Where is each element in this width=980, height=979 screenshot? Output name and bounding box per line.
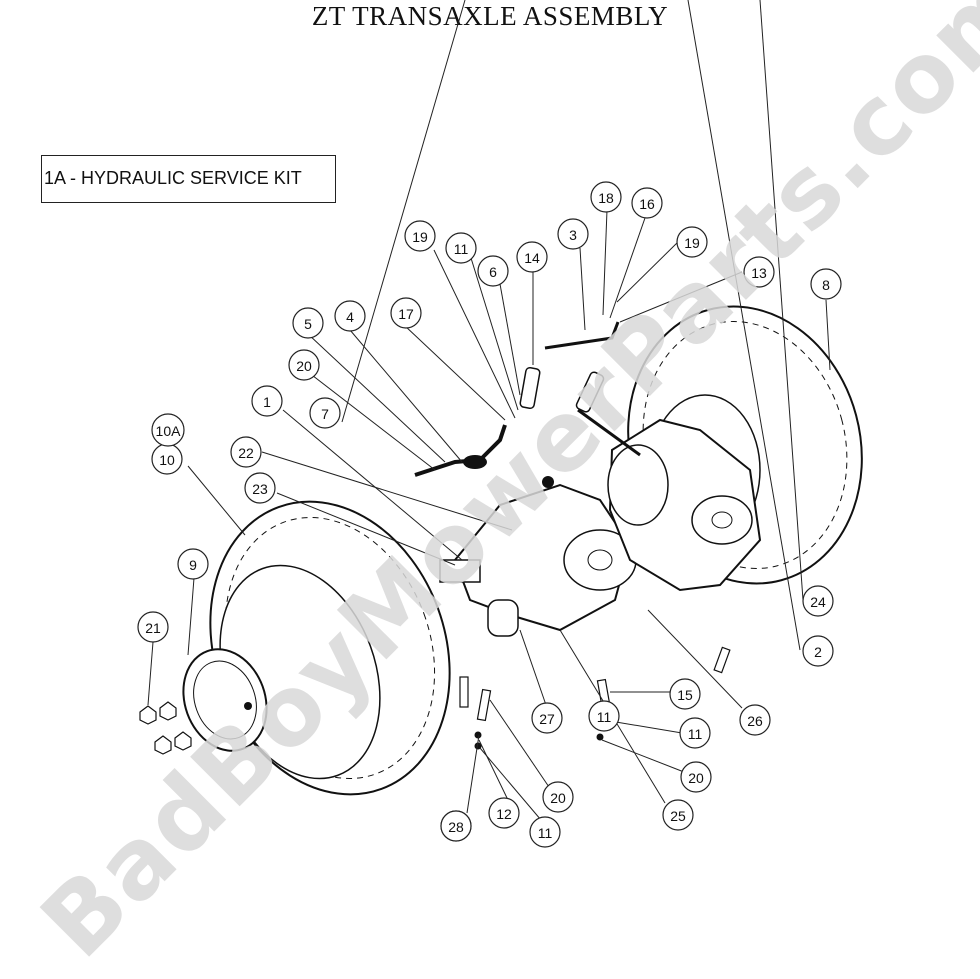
callout-26: 26 — [739, 704, 771, 736]
callout-label: 6 — [489, 264, 497, 280]
callout-label: 25 — [670, 808, 686, 824]
callout-label: 20 — [296, 358, 312, 374]
callout-14: 14 — [516, 241, 548, 273]
callout-15: 15 — [669, 678, 701, 710]
callout-20: 20 — [680, 761, 712, 793]
callout-12: 12 — [488, 797, 520, 829]
callout-4: 4 — [334, 300, 366, 332]
transaxle-diagram: 1234567891010A11111111121314151617181919… — [137, 0, 863, 848]
callout-label: 20 — [688, 770, 704, 786]
callout-label: 11 — [454, 241, 469, 257]
callout-11: 11 — [529, 816, 561, 848]
callout-11: 11 — [445, 232, 477, 264]
callout-label: 14 — [524, 250, 540, 266]
callout-label: 4 — [346, 309, 354, 325]
lug-nuts-illustration — [139, 701, 192, 755]
callout-label: 7 — [321, 406, 329, 422]
callout-2: 2 — [802, 635, 834, 667]
callout-3: 3 — [557, 218, 589, 250]
callout-8: 8 — [810, 268, 842, 300]
callout-label: 9 — [189, 557, 197, 573]
callout-label: 10A — [156, 423, 182, 439]
callout-6: 6 — [477, 255, 509, 287]
callout-label: 15 — [677, 687, 693, 703]
callout-27: 27 — [531, 702, 563, 734]
callout-label: 24 — [810, 594, 826, 610]
callout-label: 10 — [159, 452, 175, 468]
page-title: ZT TRANSAXLE ASSEMBLY — [311, 1, 669, 31]
leader-lines — [147, 0, 831, 821]
callout-label: 27 — [539, 711, 555, 727]
callout-label: 17 — [398, 306, 414, 322]
callout-label: 28 — [448, 819, 464, 835]
callout-label: 12 — [496, 806, 512, 822]
callout-label: 26 — [747, 713, 763, 729]
callout-label: 23 — [252, 481, 268, 497]
callout-11: 11 — [588, 700, 620, 732]
callout-19: 19 — [676, 226, 708, 258]
callout-22: 22 — [230, 436, 262, 468]
callout-10A: 10A — [151, 413, 185, 447]
callout-label: 13 — [751, 265, 767, 281]
hydraulic-service-kit-label: 1A - HYDRAULIC SERVICE KIT — [41, 155, 336, 203]
callout-19: 19 — [404, 220, 436, 252]
callout-5: 5 — [292, 307, 324, 339]
callout-11: 11 — [679, 717, 711, 749]
callout-label: 2 — [814, 644, 822, 660]
linkage-illustration — [139, 321, 731, 755]
callout-7: 7 — [309, 397, 341, 429]
callout-16: 16 — [631, 187, 663, 219]
callout-18: 18 — [590, 181, 622, 213]
callout-label: 11 — [597, 709, 612, 725]
callout-20: 20 — [288, 349, 320, 381]
callout-10: 10 — [151, 443, 183, 475]
callout-label: 11 — [688, 726, 703, 742]
callout-24: 24 — [802, 585, 834, 617]
right-transaxle-illustration — [607, 418, 762, 592]
callout-label: 11 — [538, 825, 553, 841]
callout-label: 22 — [238, 445, 254, 461]
callout-label: 3 — [569, 227, 577, 243]
callout-label: 18 — [598, 190, 614, 206]
callout-label: 20 — [550, 790, 566, 806]
callout-layer: 1234567891010A11111111121314151617181919… — [137, 181, 842, 848]
callout-label: 1 — [263, 394, 271, 410]
callout-1: 1 — [251, 385, 283, 417]
callout-23: 23 — [244, 472, 276, 504]
callout-label: 16 — [639, 196, 655, 212]
left-wheel-illustration — [182, 500, 451, 796]
callout-label: 8 — [822, 277, 830, 293]
callout-13: 13 — [743, 256, 775, 288]
callout-20: 20 — [542, 781, 574, 813]
callout-label: 5 — [304, 316, 312, 332]
callout-17: 17 — [390, 297, 422, 329]
callout-label: 19 — [684, 235, 700, 251]
callout-label: 19 — [412, 229, 428, 245]
callout-21: 21 — [137, 611, 169, 643]
callout-25: 25 — [662, 799, 694, 831]
callout-label: 21 — [145, 620, 161, 636]
callout-28: 28 — [440, 810, 472, 842]
callout-9: 9 — [177, 548, 209, 580]
left-transaxle-illustration — [439, 476, 637, 637]
